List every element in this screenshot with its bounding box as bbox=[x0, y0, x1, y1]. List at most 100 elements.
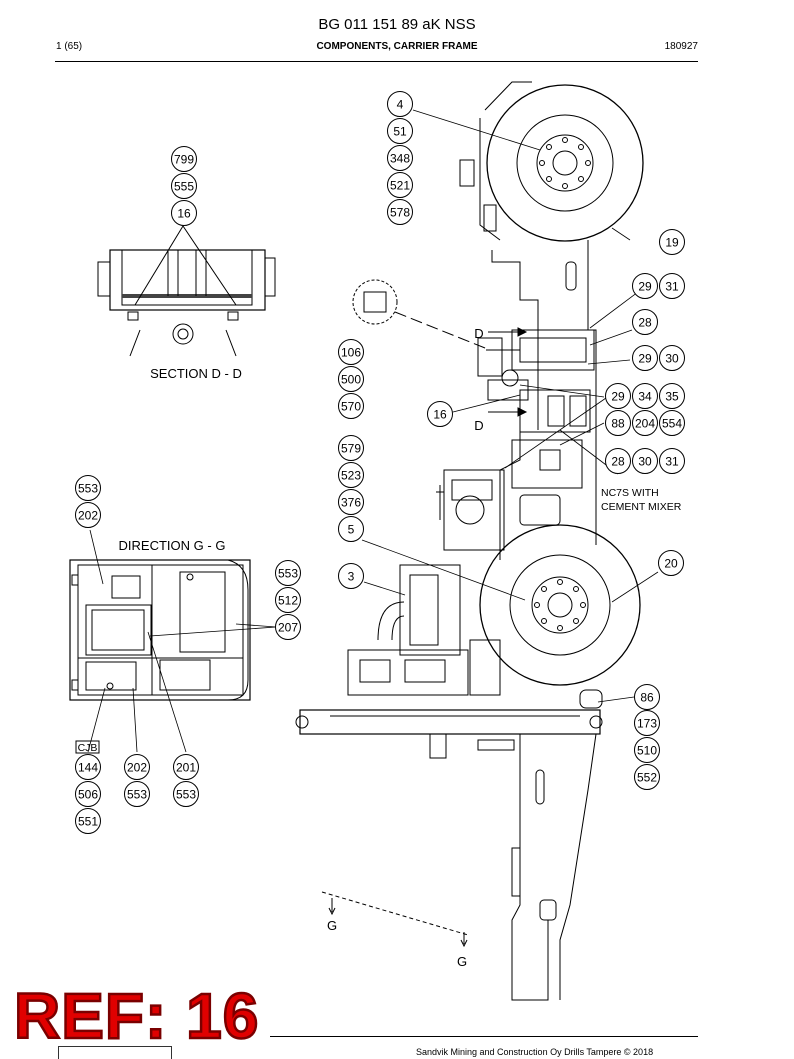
direction-g-g-view bbox=[69, 559, 251, 701]
direction-marker-right: G bbox=[457, 954, 467, 969]
cjb-tag: CJB bbox=[78, 742, 98, 754]
balloon-31-b: 31 bbox=[659, 448, 685, 474]
svg-text:35: 35 bbox=[665, 390, 679, 404]
svg-text:570: 570 bbox=[341, 400, 361, 414]
direction-marker-left: G bbox=[327, 918, 337, 933]
date-code: 180927 bbox=[664, 41, 698, 52]
section-label: SECTION D - D bbox=[150, 366, 242, 381]
balloon-554: 554 bbox=[659, 410, 685, 436]
balloon-551: 551 bbox=[75, 808, 101, 834]
header-rule bbox=[55, 61, 698, 62]
balloon-31-a: 31 bbox=[659, 273, 685, 299]
balloon-35: 35 bbox=[659, 383, 685, 409]
cjb-tag-box bbox=[75, 740, 100, 754]
document-number: BG 011 151 89 aK NSS bbox=[318, 16, 476, 33]
svg-text:521: 521 bbox=[390, 179, 410, 193]
section-marker-bottom: D bbox=[474, 418, 483, 433]
balloon-51: 51 bbox=[387, 118, 413, 144]
balloon-553-c: 553 bbox=[124, 781, 150, 807]
balloon-553-a: 553 bbox=[75, 475, 101, 501]
balloon-19: 19 bbox=[659, 229, 685, 255]
svg-text:578: 578 bbox=[390, 206, 410, 220]
svg-text:86: 86 bbox=[640, 691, 654, 705]
svg-text:3: 3 bbox=[348, 570, 355, 584]
balloon-348: 348 bbox=[387, 145, 413, 171]
balloon-799: 799 bbox=[171, 146, 197, 172]
svg-text:19: 19 bbox=[665, 236, 679, 250]
balloon-523: 523 bbox=[338, 462, 364, 488]
svg-text:29: 29 bbox=[638, 352, 652, 366]
svg-text:31: 31 bbox=[665, 280, 679, 294]
svg-text:510: 510 bbox=[637, 744, 657, 758]
balloon-29-a: 29 bbox=[632, 273, 658, 299]
svg-text:30: 30 bbox=[638, 455, 652, 469]
svg-text:348: 348 bbox=[390, 152, 410, 166]
svg-text:201: 201 bbox=[176, 761, 196, 775]
balloon-16-section: 16 bbox=[171, 200, 197, 226]
svg-text:173: 173 bbox=[637, 717, 657, 731]
balloon-30-a: 30 bbox=[659, 345, 685, 371]
balloon-510: 510 bbox=[634, 737, 660, 763]
svg-text:20: 20 bbox=[664, 557, 678, 571]
balloon-29-c: 29 bbox=[605, 383, 631, 409]
note-line-1: NC7S WITH bbox=[601, 487, 659, 499]
balloon-28-a: 28 bbox=[632, 309, 658, 335]
svg-text:553: 553 bbox=[278, 567, 298, 581]
svg-text:202: 202 bbox=[127, 761, 147, 775]
balloon-579: 579 bbox=[338, 435, 364, 461]
balloon-553-d: 553 bbox=[173, 781, 199, 807]
svg-text:29: 29 bbox=[638, 280, 652, 294]
balloon-29-b: 29 bbox=[632, 345, 658, 371]
svg-text:554: 554 bbox=[662, 417, 682, 431]
balloon-34: 34 bbox=[632, 383, 658, 409]
balloon-512: 512 bbox=[275, 587, 301, 613]
svg-text:88: 88 bbox=[611, 417, 625, 431]
svg-text:16: 16 bbox=[433, 408, 447, 422]
svg-text:553: 553 bbox=[176, 788, 196, 802]
ref-stamp: REF: 16 bbox=[13, 980, 260, 1052]
svg-text:553: 553 bbox=[127, 788, 147, 802]
balloon-5: 5 bbox=[338, 516, 364, 542]
balloon-553-b: 553 bbox=[275, 560, 301, 586]
svg-text:34: 34 bbox=[638, 390, 652, 404]
copyright: Sandvik Mining and Construction Oy Drill… bbox=[416, 1047, 654, 1057]
balloon-16-main: 16 bbox=[427, 401, 453, 427]
balloon-376: 376 bbox=[338, 489, 364, 515]
balloon-20: 20 bbox=[658, 550, 684, 576]
balloon-202-b: 202 bbox=[124, 754, 150, 780]
svg-text:551: 551 bbox=[78, 815, 98, 829]
balloon-552: 552 bbox=[634, 764, 660, 790]
svg-text:28: 28 bbox=[638, 316, 652, 330]
svg-text:28: 28 bbox=[611, 455, 625, 469]
svg-text:29: 29 bbox=[611, 390, 625, 404]
svg-text:799: 799 bbox=[174, 153, 194, 167]
svg-text:512: 512 bbox=[278, 594, 298, 608]
svg-text:523: 523 bbox=[341, 469, 361, 483]
svg-text:30: 30 bbox=[665, 352, 679, 366]
balloon-207: 207 bbox=[275, 614, 301, 640]
note-line-2: CEMENT MIXER bbox=[601, 501, 682, 513]
svg-text:555: 555 bbox=[174, 180, 194, 194]
svg-text:553: 553 bbox=[78, 482, 98, 496]
balloon-578: 578 bbox=[387, 199, 413, 225]
balloon-88: 88 bbox=[605, 410, 631, 436]
svg-text:207: 207 bbox=[278, 621, 298, 635]
svg-text:51: 51 bbox=[393, 125, 407, 139]
section-title: COMPONENTS, CARRIER FRAME bbox=[316, 41, 478, 52]
svg-text:106: 106 bbox=[341, 346, 361, 360]
svg-text:5: 5 bbox=[348, 523, 355, 537]
balloon-204: 204 bbox=[632, 410, 658, 436]
leader-lines bbox=[87, 109, 659, 753]
page-number: 1 (65) bbox=[56, 41, 83, 52]
svg-text:202: 202 bbox=[78, 509, 98, 523]
balloon-506: 506 bbox=[75, 781, 101, 807]
svg-text:552: 552 bbox=[637, 771, 657, 785]
balloon-106: 106 bbox=[338, 339, 364, 365]
svg-text:4: 4 bbox=[397, 98, 404, 112]
svg-text:204: 204 bbox=[635, 417, 655, 431]
section-marker-top: D bbox=[474, 326, 483, 341]
svg-text:500: 500 bbox=[341, 373, 361, 387]
carrier-frame-view bbox=[295, 81, 644, 1001]
balloon-4: 4 bbox=[387, 91, 413, 117]
